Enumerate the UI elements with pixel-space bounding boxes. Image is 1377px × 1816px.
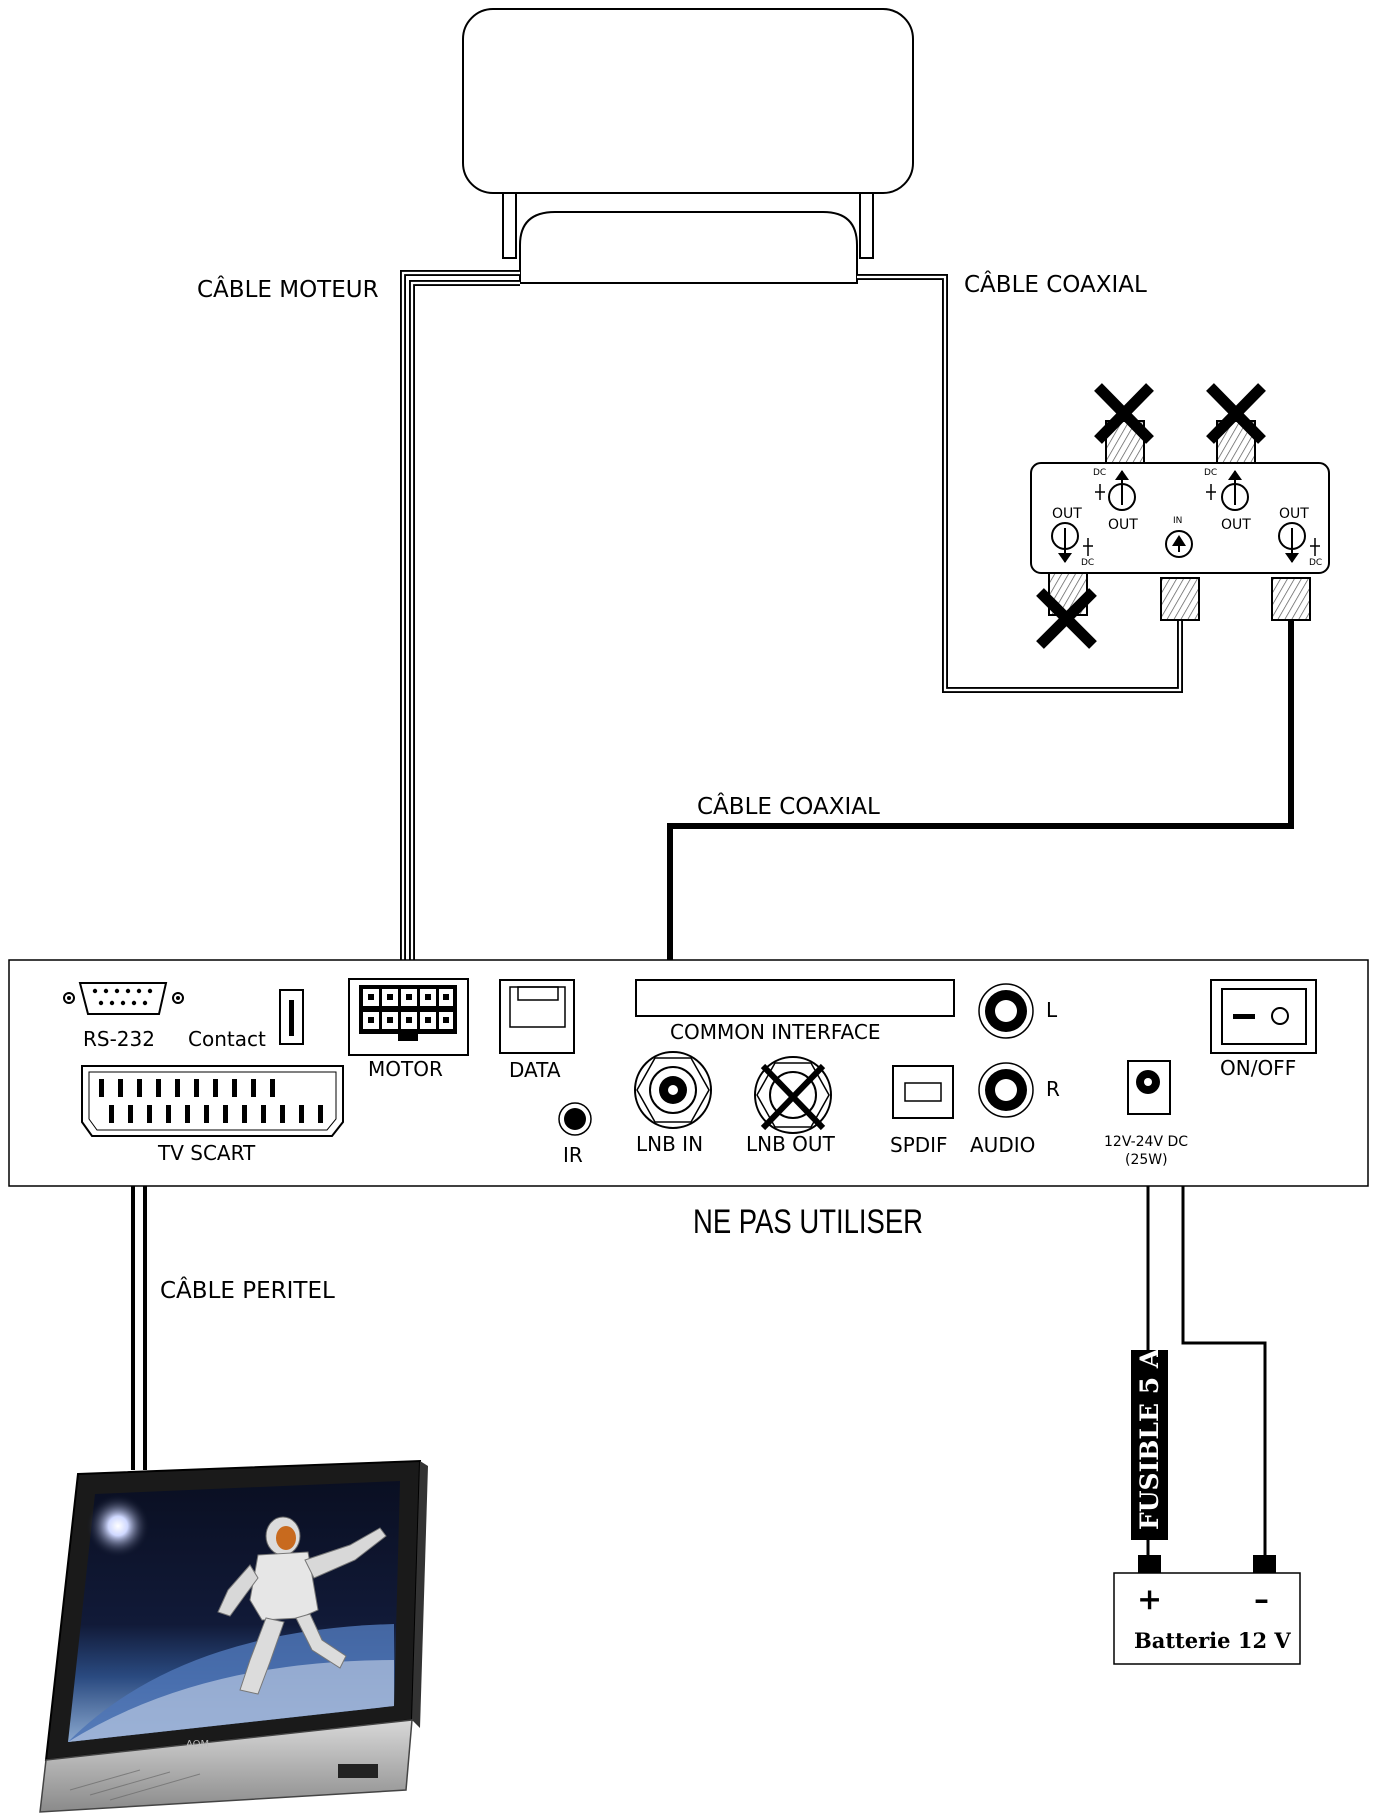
fuse-label: FUSIBLE 5 A. <box>1135 1340 1164 1530</box>
audio-label: AUDIO <box>970 1133 1035 1157</box>
battery-plus-label: + <box>1137 1582 1162 1617</box>
battery: + – Batterie 12 V <box>1113 1555 1301 1665</box>
spdif-label: SPDIF <box>890 1133 948 1157</box>
ir-label: IR <box>563 1143 583 1167</box>
astronaut-image <box>217 1516 387 1695</box>
lnb-in-label: LNB IN <box>636 1132 703 1156</box>
rs232-port <box>63 982 184 1015</box>
switch-dc-label: DC <box>1093 468 1106 478</box>
lnb-in-port <box>634 1051 712 1129</box>
switch-out-left-label: OUT <box>1052 506 1082 522</box>
receiver-back-panel: RS-232 Contact TV SCART <box>8 959 1369 1187</box>
coax-cable-top <box>857 274 1183 693</box>
switch-out-top-left-label: OUT <box>1108 517 1138 533</box>
coax-cable-mid-label: CÂBLE COAXIAL <box>697 792 880 820</box>
switch-in-label: IN <box>1173 516 1182 526</box>
port-out-right-icon <box>1278 522 1306 563</box>
coax-cable-lnb <box>667 620 1294 1088</box>
tv-scart-port <box>81 1065 344 1137</box>
switch-out-top-right-label: OUT <box>1221 517 1251 533</box>
contact-label: Contact <box>188 1027 266 1051</box>
on-off-switch[interactable] <box>1210 979 1317 1054</box>
tv-brand-logo: AOM <box>186 1739 209 1750</box>
battery-label: Batterie 12 V <box>1134 1628 1291 1653</box>
power-watt-label: (25W) <box>1125 1152 1168 1168</box>
coax-cable-top-label: CÂBLE COAXIAL <box>964 270 1147 298</box>
switch-dc-label: DC <box>1081 558 1094 568</box>
audio-l-port <box>978 983 1034 1039</box>
lnb-out-label: LNB OUT <box>746 1132 836 1156</box>
spdif-port <box>892 1065 954 1119</box>
motor-cable-label: CÂBLE MOTEUR <box>197 275 379 303</box>
diseqc-switch: DC DC DC DC OUT OUT IN OUT OUT <box>1030 383 1330 649</box>
lnb-out-port <box>754 1056 832 1134</box>
motor-port <box>348 978 469 1056</box>
port-out-left-icon <box>1051 522 1079 563</box>
port-out-top-right-icon <box>1221 470 1249 511</box>
audio-l-label: L <box>1046 998 1058 1022</box>
data-label: DATA <box>509 1058 561 1082</box>
port-in-icon <box>1165 530 1193 558</box>
on-off-label: ON/OFF <box>1220 1056 1296 1080</box>
power-jack <box>1127 1060 1171 1115</box>
port-out-top-left-icon <box>1108 470 1136 511</box>
unused-port-cross-icon <box>1036 383 1266 649</box>
switch-dc-label: DC <box>1309 558 1322 568</box>
battery-minus-label: – <box>1254 1582 1269 1617</box>
power-spec-label: 12V-24V DC <box>1104 1134 1188 1150</box>
data-port <box>499 979 575 1054</box>
switch-out-right-label: OUT <box>1279 506 1309 522</box>
common-interface-slot[interactable] <box>635 979 955 1017</box>
switch-dc-label: DC <box>1204 468 1217 478</box>
common-interface-label: COMMON INTERFACE <box>670 1020 881 1044</box>
audio-r-label: R <box>1046 1077 1060 1101</box>
satellite-antenna <box>462 8 914 284</box>
unused-port-cross-icon <box>760 1063 826 1131</box>
warning-label: NE PAS UTILISER <box>693 1203 923 1241</box>
dc-diode-icon <box>1083 484 1320 556</box>
tv-scart-label: TV SCART <box>157 1141 256 1165</box>
fuse: FUSIBLE 5 A. <box>1131 1340 1168 1540</box>
tv-set: AOM <box>39 1459 428 1813</box>
peritel-cable-label: CÂBLE PERITEL <box>160 1276 335 1304</box>
motor-cable <box>400 270 520 990</box>
motor-label: MOTOR <box>368 1057 443 1081</box>
rs232-label: RS-232 <box>83 1027 155 1051</box>
audio-r-port <box>978 1062 1034 1118</box>
